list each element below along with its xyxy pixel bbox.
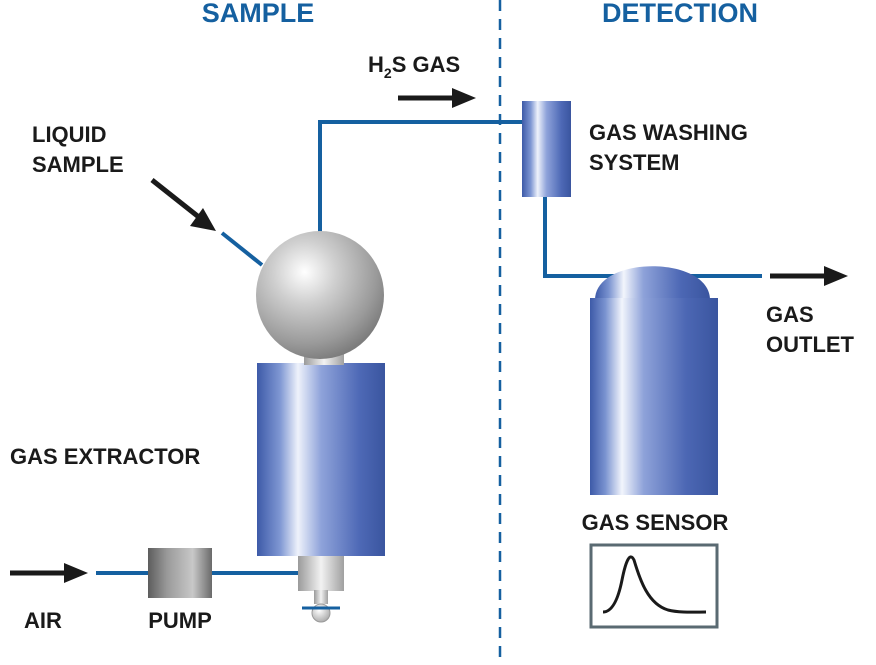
label-gas-outlet-line2: OUTLET xyxy=(766,332,855,357)
label-h2s-rest: S GAS xyxy=(392,52,460,77)
label-liquid-sample-line2: SAMPLE xyxy=(32,152,124,177)
peak-curve-icon xyxy=(602,555,707,614)
section-header-sample: SAMPLE xyxy=(202,0,315,28)
label-liquid-sample-line1: LIQUID xyxy=(32,122,107,147)
label-air: AIR xyxy=(24,608,62,633)
extractor-bottom-neck xyxy=(314,590,328,604)
label-gas-washing-line2: SYSTEM xyxy=(589,150,679,175)
arrow-h2s-gas xyxy=(398,88,476,108)
arrow-gas-outlet xyxy=(770,266,848,286)
label-gas-extractor: GAS EXTRACTOR xyxy=(10,444,200,469)
arrow-air xyxy=(10,563,88,583)
pipe-washer-to-outlet xyxy=(543,196,762,278)
liquid-sample-sphere xyxy=(256,231,384,359)
gas-sensor-dome xyxy=(595,266,710,300)
sensor-signal-monitor xyxy=(589,543,719,629)
pipe-liquid-inlet xyxy=(220,231,264,267)
section-header-detection: DETECTION xyxy=(602,0,758,28)
pipe-extractor-to-washer xyxy=(318,120,522,232)
extractor-lower-stem xyxy=(298,553,344,591)
label-h2s-h: H xyxy=(368,52,384,77)
arrow-liquid-sample xyxy=(150,178,216,231)
label-gas-outlet-line1: GAS xyxy=(766,302,814,327)
gas-extractor-cylinder xyxy=(257,363,385,556)
gas-washing-system-cylinder xyxy=(522,101,571,197)
gas-sensor-cylinder xyxy=(590,298,718,495)
pump-icon xyxy=(148,548,212,598)
label-gas-sensor: GAS SENSOR xyxy=(582,510,729,535)
label-h2s-subscript: 2 xyxy=(384,65,392,81)
label-h2s-gas: H2S GAS xyxy=(368,52,460,81)
label-gas-outlet: GAS OUTLET xyxy=(766,302,855,357)
label-liquid-sample: LIQUID SAMPLE xyxy=(32,122,124,177)
arrows xyxy=(10,88,848,583)
label-gas-washing-line1: GAS WASHING xyxy=(589,120,748,145)
label-gas-washing-system: GAS WASHING SYSTEM xyxy=(589,120,754,175)
valve-icon xyxy=(302,603,340,623)
label-pump: PUMP xyxy=(148,608,212,633)
